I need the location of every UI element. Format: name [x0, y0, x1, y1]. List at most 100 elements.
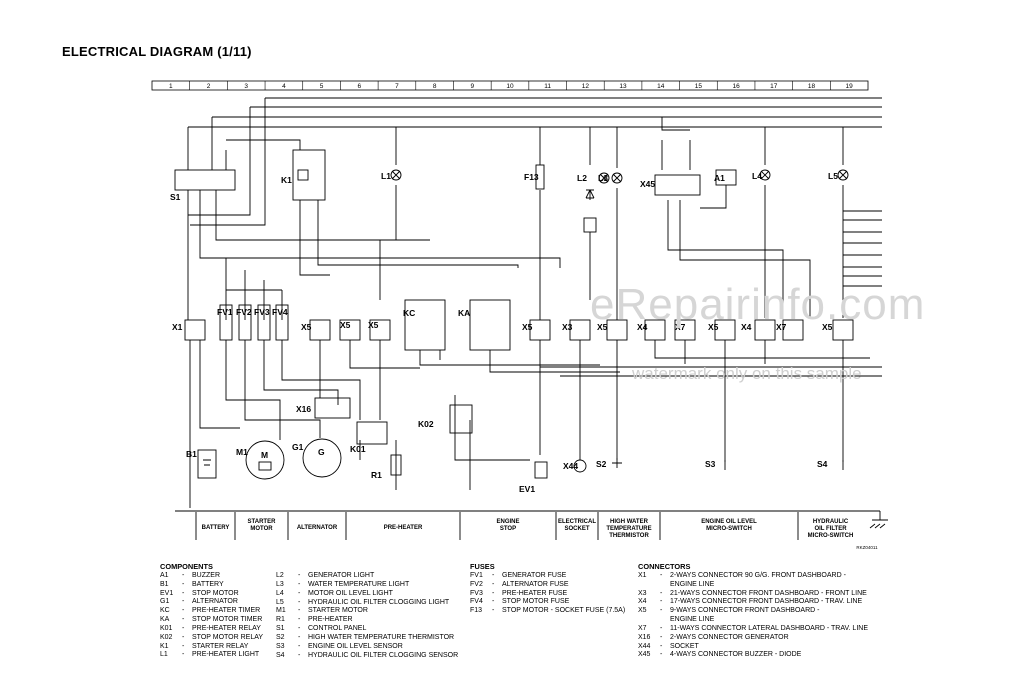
legend-dash: -	[182, 598, 185, 606]
grid-number: 10	[506, 83, 514, 90]
legend-description: ALTERNATOR	[192, 598, 238, 606]
legend-code: M1	[276, 607, 286, 615]
label-A1: A1	[714, 173, 725, 183]
legend-description: HIGH WATER TEMPERATURE THERMISTOR	[308, 633, 455, 641]
legend-description: 4-WAYS CONNECTOR BUZZER - DIODE	[670, 651, 802, 659]
legend-dash	[660, 581, 670, 590]
grid-number: 3	[244, 83, 248, 90]
label-R1: R1	[371, 470, 382, 480]
legend-fuses-title: FUSES	[470, 562, 495, 571]
label-L2: L2	[577, 173, 587, 183]
legend-row: L2-GENERATOR LIGHT	[276, 572, 458, 581]
label-L1: L1	[381, 171, 391, 181]
legend-dash: -	[298, 616, 301, 624]
legend-row: G1-ALTERNATOR	[160, 598, 263, 607]
label-FV2: FV2	[236, 307, 252, 317]
legend-row: X4-17-WAYS CONNECTOR FRONT DASHBOARD - T…	[638, 598, 868, 607]
legend-row: X1-2-WAYS CONNECTOR 90 G/G. FRONT DASHBO…	[638, 572, 868, 581]
legend-dash: -	[660, 633, 663, 641]
legend-dash: -	[182, 616, 185, 624]
legend-description: 9-WAYS CONNECTOR FRONT DASHBOARD -	[670, 607, 820, 615]
label-X45: X45	[640, 179, 655, 189]
grid-number: 9	[471, 83, 475, 90]
section-high-water-temperature: HIGH WATER TEMPERATURE THERMISTOR	[606, 519, 652, 539]
legend-row: FV3-PRE-HEATER FUSE	[470, 590, 625, 599]
legend-code: L4	[276, 589, 284, 597]
legend-description: 2-WAYS CONNECTOR GENERATOR	[670, 633, 789, 641]
grid-number: 6	[357, 83, 361, 90]
legend-code	[638, 616, 660, 625]
page-title: ELECTRICAL DIAGRAM (1/11)	[62, 44, 252, 59]
section-alternator: ALTERNATOR	[296, 525, 338, 531]
legend-description: STOP MOTOR TIMER	[192, 616, 263, 624]
label-G: G	[318, 447, 325, 457]
legend-dash: -	[298, 651, 301, 659]
wiring	[174, 97, 888, 540]
legend-dash: -	[298, 572, 301, 579]
legend-row: M1-STARTER MOTOR	[276, 607, 458, 616]
label-K1: K1	[281, 175, 292, 185]
legend-code: X1	[638, 571, 647, 579]
drawing-code: RKZ04011	[856, 545, 878, 550]
legend-row: K01-PRE-HEATER RELAY	[160, 625, 263, 634]
legend-dash: -	[182, 624, 185, 632]
legend-row: ENGINE LINE	[638, 616, 868, 625]
section-engine-oil-level: ENGINE OIL LEVEL MICRO-SWITCH	[701, 519, 757, 532]
legend-dash: -	[492, 580, 495, 588]
legend-dash: -	[182, 633, 185, 641]
legend-dash: -	[660, 571, 663, 579]
legend-dash: -	[182, 589, 185, 597]
legend-row: R1-PRE-HEATER	[276, 616, 458, 625]
legend-row: S2-HIGH WATER TEMPERATURE THERMISTOR	[276, 634, 458, 643]
legend-components-title: COMPONENTS	[160, 562, 213, 571]
label-FV3: FV3	[254, 307, 270, 317]
label-S1: S1	[170, 192, 181, 202]
legend-row: L1-PRE-HEATER LIGHT	[160, 651, 263, 660]
legend-dash: -	[492, 571, 495, 579]
legend-code: X4	[638, 598, 647, 606]
legend-row: X44-SOCKET	[638, 643, 868, 652]
section-electrical-socket: ELECTRICAL SOCKET	[558, 519, 596, 532]
legend-row: A1-BUZZER	[160, 572, 263, 581]
legend-row: X16-2-WAYS CONNECTOR GENERATOR	[638, 634, 868, 643]
legend-row: FV4-STOP MOTOR FUSE	[470, 598, 625, 607]
label-K02: K02	[418, 419, 434, 429]
label-X16: X16	[296, 404, 311, 414]
grid-number: 19	[846, 83, 854, 90]
legend-dash: -	[182, 580, 185, 588]
label-X5-1: X5	[301, 322, 312, 332]
legend-row: X5-9-WAYS CONNECTOR FRONT DASHBOARD -	[638, 607, 868, 616]
legend-row: L3-WATER TEMPERATURE LIGHT	[276, 581, 458, 590]
legend-row: KC-PRE-HEATER TIMER	[160, 607, 263, 616]
legend-dash: -	[298, 580, 301, 588]
legend-description: STARTER RELAY	[192, 642, 249, 650]
legend-dash: -	[660, 598, 663, 606]
watermark-sub: watermark only on this sample	[632, 364, 862, 383]
legend-description: BUZZER	[192, 571, 220, 579]
label-M: M	[261, 450, 268, 460]
legend-code: FV4	[470, 598, 483, 606]
grid-number: 13	[619, 83, 627, 90]
legend-row: FV1-GENERATOR FUSE	[470, 572, 625, 581]
legend-code: L1	[160, 651, 168, 659]
legend-description: STOP MOTOR	[192, 589, 239, 597]
legend-description: PRE-HEATER	[308, 616, 353, 624]
legend-row: X3-21-WAYS CONNECTOR FRONT DASHBOARD - F…	[638, 590, 868, 599]
grid-number: 12	[582, 83, 590, 90]
grid-number: 7	[395, 83, 399, 90]
legend-description: ENGINE LINE	[670, 616, 715, 624]
label-FV4: FV4	[272, 307, 288, 317]
grid-number: 4	[282, 83, 286, 90]
legend-description: ALTERNATOR FUSE	[502, 580, 569, 588]
legend-description: MOTOR OIL LEVEL LIGHT	[308, 589, 393, 597]
label-B1: B1	[186, 449, 197, 459]
legend-row: S3-ENGINE OIL LEVEL SENSOR	[276, 643, 458, 652]
legend-description: WATER TEMPERATURE LIGHT	[308, 580, 410, 588]
label-X3: X3	[562, 322, 573, 332]
label-X5-6: X5	[708, 322, 719, 332]
